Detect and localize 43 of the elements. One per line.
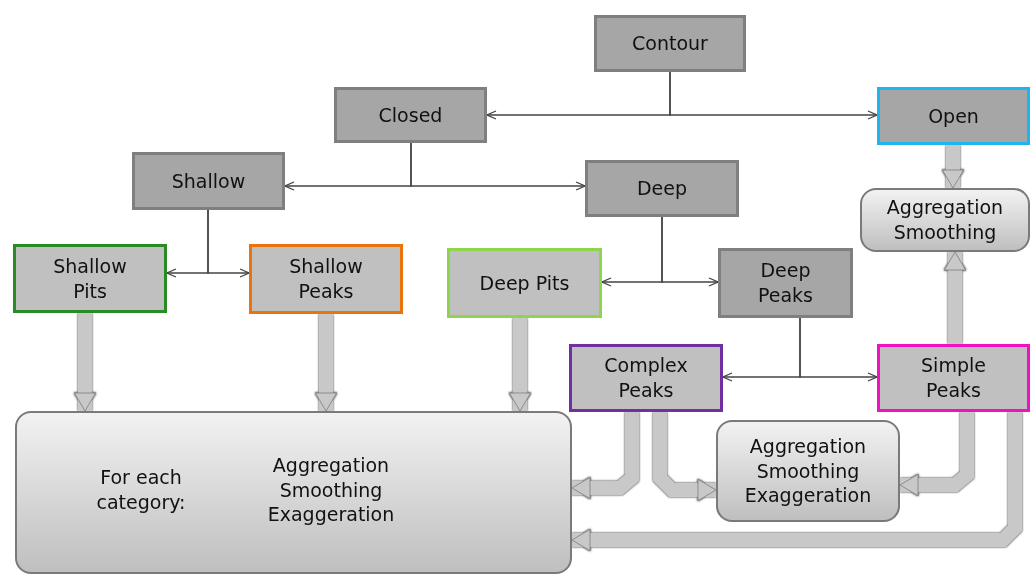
block-arrow bbox=[653, 412, 717, 502]
connector-line bbox=[799, 317, 878, 382]
node-label: Shallow bbox=[170, 168, 247, 194]
node-label: Shallow Peaks bbox=[288, 254, 364, 304]
block-arrow bbox=[314, 314, 338, 412]
node-label: For each category: bbox=[95, 465, 187, 515]
category-box bbox=[13, 244, 167, 313]
node-label: Complex Peaks bbox=[603, 353, 689, 403]
connector-line bbox=[661, 216, 719, 287]
connector-line bbox=[207, 209, 250, 278]
node-label: Deep bbox=[635, 176, 689, 201]
category-box bbox=[585, 160, 739, 217]
category-box bbox=[877, 344, 1030, 412]
process-box bbox=[860, 188, 1030, 252]
category-box bbox=[447, 248, 602, 318]
node-label: Simple Peaks bbox=[920, 353, 987, 403]
node-label: Closed bbox=[377, 102, 444, 128]
node-label: Aggregation Smoothing bbox=[885, 195, 1005, 245]
block-arrow bbox=[943, 251, 967, 344]
category-box bbox=[569, 344, 723, 412]
node-label: Contour bbox=[631, 31, 709, 56]
category-box bbox=[877, 87, 1030, 145]
node-label: Deep Pits bbox=[478, 270, 571, 296]
node-label: Deep Peaks bbox=[757, 258, 814, 308]
block-arrow bbox=[571, 412, 1022, 552]
process-box bbox=[716, 420, 900, 522]
block-arrow bbox=[73, 313, 97, 412]
block-arrow bbox=[941, 145, 965, 189]
category-box bbox=[334, 87, 487, 143]
node-label: Aggregation Smoothing Exaggeration bbox=[743, 433, 873, 509]
category-box bbox=[249, 244, 403, 314]
connector-line bbox=[669, 71, 878, 120]
category-box bbox=[594, 15, 746, 72]
connector-line bbox=[410, 142, 586, 191]
node-label: Aggregation Smoothing Exaggeration bbox=[266, 453, 396, 528]
process-box bbox=[15, 411, 572, 574]
block-arrow bbox=[571, 412, 639, 500]
block-arrow bbox=[508, 318, 532, 412]
node-label: Open bbox=[927, 103, 980, 129]
category-box bbox=[132, 152, 285, 210]
block-arrow bbox=[899, 412, 974, 497]
category-box bbox=[718, 248, 853, 318]
node-label: Shallow Pits bbox=[52, 253, 128, 304]
